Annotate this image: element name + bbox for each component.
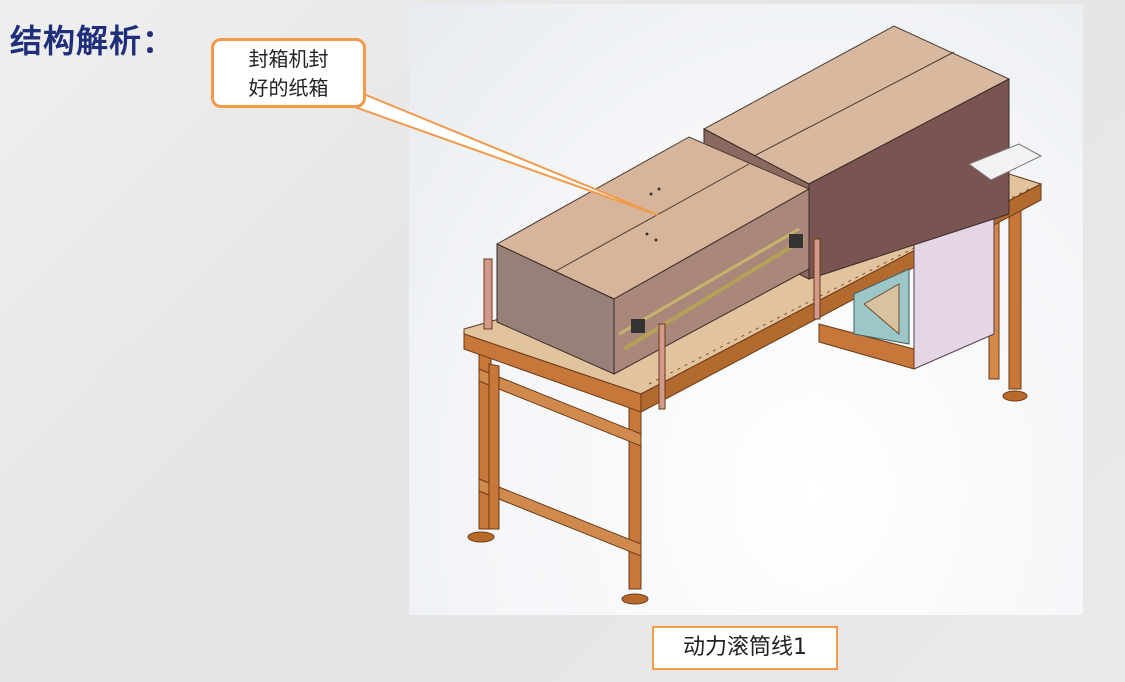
conveyor-illustration bbox=[409, 4, 1083, 615]
conveyor-drawing bbox=[463, 25, 1043, 605]
callout-line-2: 好的纸箱 bbox=[248, 76, 329, 100]
motor-housing bbox=[818, 211, 995, 370]
callout-line-1: 封箱机封 bbox=[248, 47, 329, 71]
callout-box: 封箱机封 好的纸箱 bbox=[211, 38, 366, 108]
sensor-unit bbox=[967, 143, 1043, 181]
guide-rails bbox=[483, 227, 821, 410]
figure-caption: 动力滚筒线1 bbox=[652, 626, 838, 670]
slide-title: 结构解析： bbox=[10, 22, 176, 60]
